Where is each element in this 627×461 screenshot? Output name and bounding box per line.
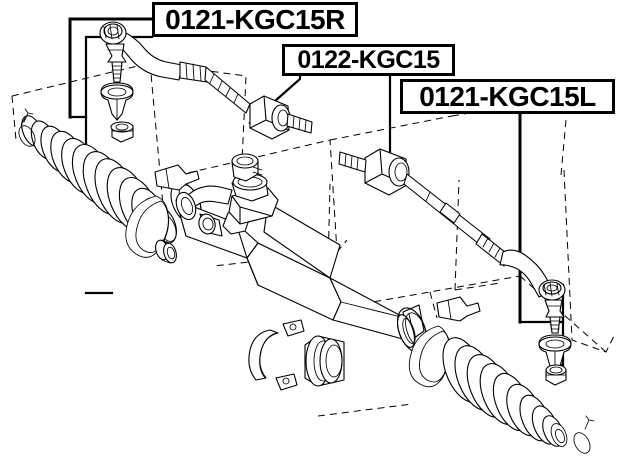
outer-tie-rod-end-left-upper	[99, 21, 208, 143]
part-label-0122-KGC15[interactable]: 0122-KGC15	[282, 44, 455, 76]
part-label-0121-KGC15L[interactable]: 0121-KGC15L	[400, 79, 615, 114]
outer-tie-rod-end-right	[499, 249, 572, 386]
mount-bushing	[304, 335, 345, 387]
inner-tie-rod-right	[338, 148, 511, 267]
bellows-boot-right	[442, 337, 595, 454]
part-label-0121-KGC15R[interactable]: 0121-KGC15R	[152, 2, 358, 37]
pinion-valve-body	[175, 153, 279, 237]
rack-bushing-ring	[155, 239, 177, 264]
mount-bracket	[248, 319, 305, 391]
inner-tie-rod-left	[204, 66, 313, 140]
